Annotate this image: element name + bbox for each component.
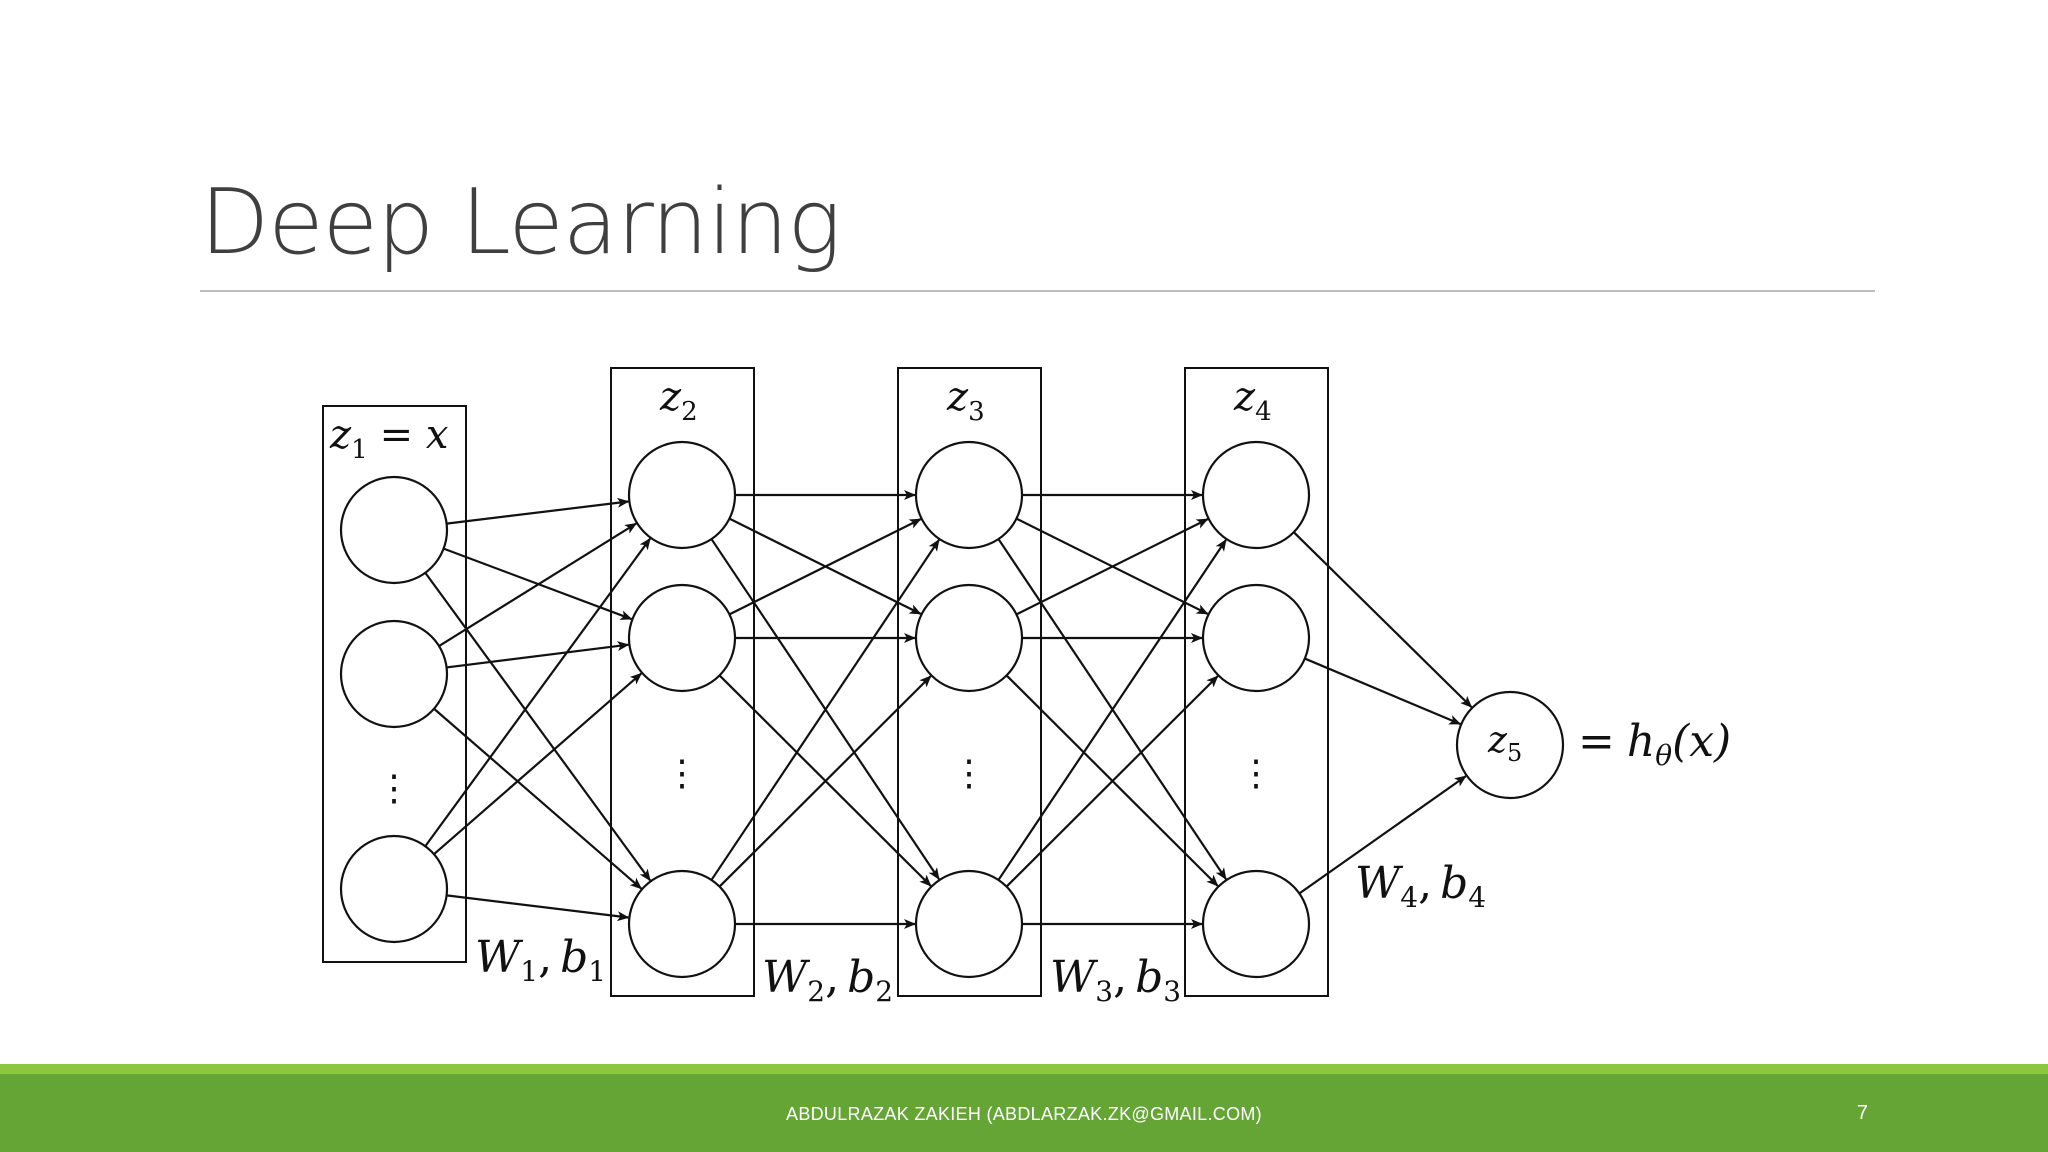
connection-arrow <box>710 539 940 881</box>
neuron <box>914 583 1024 693</box>
output-equation: =hθ(x) <box>1578 716 1731 772</box>
slide-title: Deep Learning <box>200 170 841 275</box>
connection-arrow <box>1298 775 1467 895</box>
connection-arrow <box>424 572 652 882</box>
weight-label-3: W3,b3 <box>1050 952 1181 1008</box>
neuron <box>339 619 449 729</box>
layer-2-nodes <box>627 440 737 979</box>
neuron <box>1201 440 1311 550</box>
neuron <box>627 869 737 979</box>
neuron <box>627 440 737 550</box>
output-neuron <box>1455 690 1565 800</box>
connection-arrow <box>1304 657 1462 726</box>
layer-4-nodes <box>1201 440 1311 979</box>
layer-box-1 <box>322 405 467 963</box>
weight-label-4: W4,b4 <box>1355 858 1486 914</box>
layer-box-4 <box>1184 367 1329 997</box>
layer-label-2: z2 <box>659 374 698 427</box>
layer-1-nodes <box>339 475 449 944</box>
layer-label-3: z3 <box>946 374 985 427</box>
layer-label-4: z4 <box>1233 374 1272 427</box>
weight-label-2: W2,b2 <box>762 952 893 1008</box>
connection-arrow <box>433 707 642 890</box>
weight-label-1: W1,b1 <box>475 932 606 988</box>
title-divider <box>200 290 1875 292</box>
connection-arrow <box>718 675 932 888</box>
footer-accent-bar <box>0 1064 2048 1074</box>
connection-arrows <box>424 490 1473 929</box>
footer-author: ABDULRAZAK ZAKIEH (ABDLARZAK.ZK@GMAIL.CO… <box>786 1104 1262 1124</box>
ellipsis-layer-3: ⋮ <box>951 753 987 794</box>
output-node-label: z5 <box>1487 720 1522 767</box>
connection-arrow <box>433 672 643 856</box>
layer-label-1: z1= x <box>329 412 448 465</box>
connection-arrow <box>1293 531 1473 708</box>
connection-arrow <box>1015 518 1209 616</box>
layer-box-2 <box>610 367 755 997</box>
connection-arrow <box>446 641 630 669</box>
connection-arrow <box>728 518 922 616</box>
connection-arrow <box>997 539 1227 881</box>
page-number: 7 <box>1856 1102 1868 1124</box>
neuron <box>1201 869 1311 979</box>
neuron <box>914 440 1024 550</box>
neuron <box>339 834 449 944</box>
connection-arrow <box>446 497 630 525</box>
footer-bar: ABDULRAZAK ZAKIEH (ABDLARZAK.ZK@GMAIL.CO… <box>0 1074 2048 1152</box>
connection-arrow <box>446 894 630 922</box>
ellipsis-layer-2: ⋮ <box>664 753 700 794</box>
connection-arrow <box>1005 675 1219 888</box>
layer-box-3 <box>897 367 1042 997</box>
ellipsis-layer-1: ⋮ <box>376 768 412 809</box>
neuron <box>1201 583 1311 693</box>
neuron <box>914 869 1024 979</box>
connection-arrow <box>438 522 637 647</box>
neuron <box>339 475 449 585</box>
ellipsis-layer-4: ⋮ <box>1238 753 1274 794</box>
neural-network-diagram: ⋮ ⋮ ⋮ ⋮ z1= x z2 z3 z4 z5 =hθ(x) W1,b1 W… <box>322 367 1731 1008</box>
neuron <box>627 583 737 693</box>
connection-arrow <box>424 537 652 847</box>
layer-3-nodes <box>914 440 1024 979</box>
